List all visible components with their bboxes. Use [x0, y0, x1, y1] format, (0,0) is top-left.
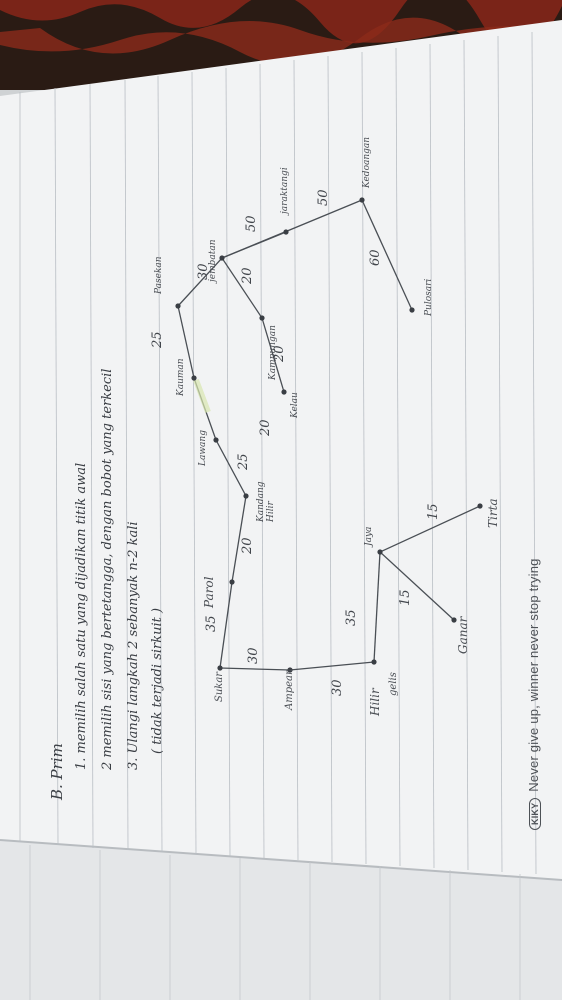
- label-sukaraja: Sukar: [214, 671, 225, 702]
- weight-label: 30: [196, 263, 211, 280]
- highlighter-mark: [193, 378, 211, 414]
- label-gelis: gelis: [388, 672, 399, 696]
- footer-slogan: Never give up, winner never stop trying: [526, 558, 541, 792]
- weight-label: 30: [330, 679, 345, 696]
- node-kondang: [243, 493, 249, 499]
- weight-label: 25: [236, 453, 251, 470]
- node-tirta: [477, 503, 483, 509]
- weight-label: 25: [150, 331, 165, 348]
- label-pasekan: Pasekan: [154, 256, 164, 294]
- notebook-footer: KIKY Never give up, winner never stop try…: [526, 558, 541, 830]
- weight-label: 30: [246, 647, 261, 664]
- node-kedoangan: [359, 197, 365, 203]
- label-kandang-hilir: Kandang Hilir: [256, 481, 276, 522]
- weight-label: 20: [258, 419, 273, 436]
- node-parol: [229, 579, 235, 585]
- node-jaraktangi: [283, 229, 289, 235]
- node-kampung: [259, 315, 265, 321]
- brand-badge: KIKY: [529, 797, 541, 830]
- node-kelau: [281, 389, 287, 395]
- weight-label: 50: [244, 215, 259, 232]
- weight-label: 20: [240, 537, 255, 554]
- weight-label: 35: [344, 609, 359, 626]
- label-tirta: Tirta: [486, 498, 500, 528]
- page-crease: [0, 839, 562, 881]
- step-1: 1. memilih salah satu yang dijadikan tit…: [74, 462, 89, 770]
- node-hilir: [371, 659, 377, 665]
- weight-label: 20: [240, 267, 255, 284]
- node-ampean: [287, 667, 293, 673]
- graph-nodes: [175, 197, 483, 673]
- node-kauman: [191, 375, 197, 381]
- step-note: ( tidak terjadi sirkuit ): [150, 607, 165, 754]
- lower-rulings: [29, 845, 521, 1000]
- label-kauman: Kauman: [176, 358, 186, 396]
- node-pasekan: [175, 303, 181, 309]
- node-jembatan: [219, 255, 225, 261]
- node-pulosari: [409, 307, 415, 313]
- label-jaya: Jaya: [364, 526, 374, 546]
- lower-page: [0, 840, 562, 1000]
- notebook-page: [0, 20, 562, 880]
- node-sukaraja: [217, 665, 223, 671]
- cloth-pattern: [0, 17, 562, 77]
- label-hilir: Hilir: [368, 688, 382, 716]
- weight-label: 15: [426, 503, 441, 520]
- page-title: B. Prim: [48, 743, 66, 800]
- step-2: 2 memilih sisi yang bertetangga, dengan …: [100, 368, 115, 770]
- node-gunar: [451, 617, 457, 623]
- weight-label: 60: [368, 249, 383, 266]
- weight-label: 15: [398, 589, 413, 606]
- label-jaraktangi: jaraktangi: [280, 167, 290, 214]
- node-lawang: [213, 437, 219, 443]
- label-kelau: Kelau: [290, 392, 300, 418]
- label-parol: Parol: [202, 576, 216, 609]
- node-jaya: [377, 549, 383, 555]
- weight-label: 20: [272, 345, 287, 362]
- weight-label: 50: [316, 189, 331, 206]
- label-ampean: Ampean: [284, 668, 295, 710]
- label-pulosari: Pulosari: [424, 278, 434, 316]
- weight-label: 35: [204, 615, 219, 632]
- label-gunar: Ganar: [456, 616, 470, 654]
- label-kedoangan: Kedoangan: [362, 136, 372, 188]
- step-3: 3. Ulangi langkah 2 sebanyak n-2 kali: [126, 521, 141, 770]
- page-rulings: [19, 31, 537, 875]
- label-lawang: Lawang: [198, 430, 208, 466]
